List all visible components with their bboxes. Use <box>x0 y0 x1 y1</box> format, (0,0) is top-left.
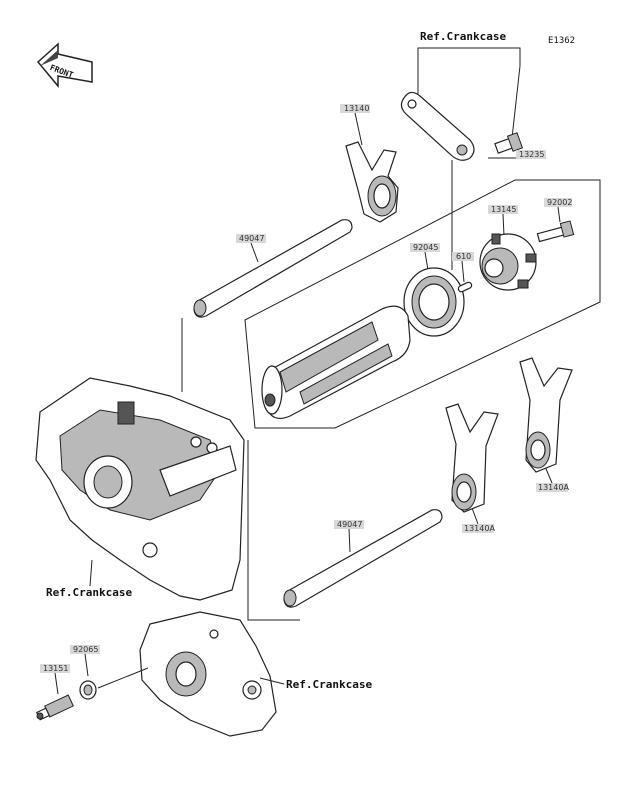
tag-holder <box>488 205 518 214</box>
code-pin: 610 <box>456 252 471 261</box>
drum-assembly-frame <box>244 179 601 429</box>
tag-shaft-upper <box>236 234 266 243</box>
tag-sensor <box>40 664 70 673</box>
tag-drum-assy <box>516 150 546 159</box>
washer-92065 <box>79 680 97 700</box>
stopper-lever <box>400 91 475 161</box>
code-fork-right: 13140A <box>538 483 569 492</box>
crankcase-lower <box>139 611 277 737</box>
drum-holder <box>479 233 537 291</box>
diagram-id: E1362 <box>548 36 575 46</box>
code-shaft-upper: 49047 <box>239 234 264 243</box>
tag-fork-top <box>340 104 370 113</box>
tag-fork-right <box>536 483 568 492</box>
shift-rod-upper <box>193 219 353 318</box>
shift-rod-lower <box>283 509 443 608</box>
tag-washer <box>70 645 100 654</box>
shift-fork-right <box>519 357 573 473</box>
neutral-sensor <box>35 694 74 721</box>
shift-drum <box>261 305 411 419</box>
tag-shaft-lower <box>334 520 364 529</box>
crankcase-left <box>35 377 245 601</box>
code-sensor: 13151 <box>43 664 68 673</box>
ref-bracket-top <box>417 47 521 139</box>
code-fork-top: 13140 <box>344 104 369 113</box>
tag-bearing <box>410 243 440 252</box>
shift-fork-middle <box>445 403 499 513</box>
tag-bolt <box>544 198 572 207</box>
shift-fork-top <box>345 141 399 223</box>
ref-crankcase-left: Ref.Crankcase <box>46 586 132 599</box>
stopper-bolt <box>494 132 524 154</box>
pin-610 <box>457 281 473 293</box>
tag-pin <box>452 252 474 261</box>
front-arrow-icon: FRONT <box>36 42 93 89</box>
bearing <box>403 267 465 337</box>
code-holder: 13145 <box>491 205 516 214</box>
code-fork-mid: 13140A <box>464 524 495 533</box>
bolt-92002 <box>536 220 575 243</box>
tag-fork-mid <box>462 524 494 533</box>
code-bolt: 92002 <box>547 198 572 207</box>
code-drum-assy: 13235 <box>519 150 544 159</box>
ref-crankcase-top: Ref.Crankcase <box>420 30 506 43</box>
code-shaft-lower: 49047 <box>337 520 362 529</box>
code-washer: 92065 <box>73 645 98 654</box>
code-bearing: 92045 <box>413 243 438 252</box>
ref-crankcase-bottom: Ref.Crankcase <box>286 678 372 691</box>
